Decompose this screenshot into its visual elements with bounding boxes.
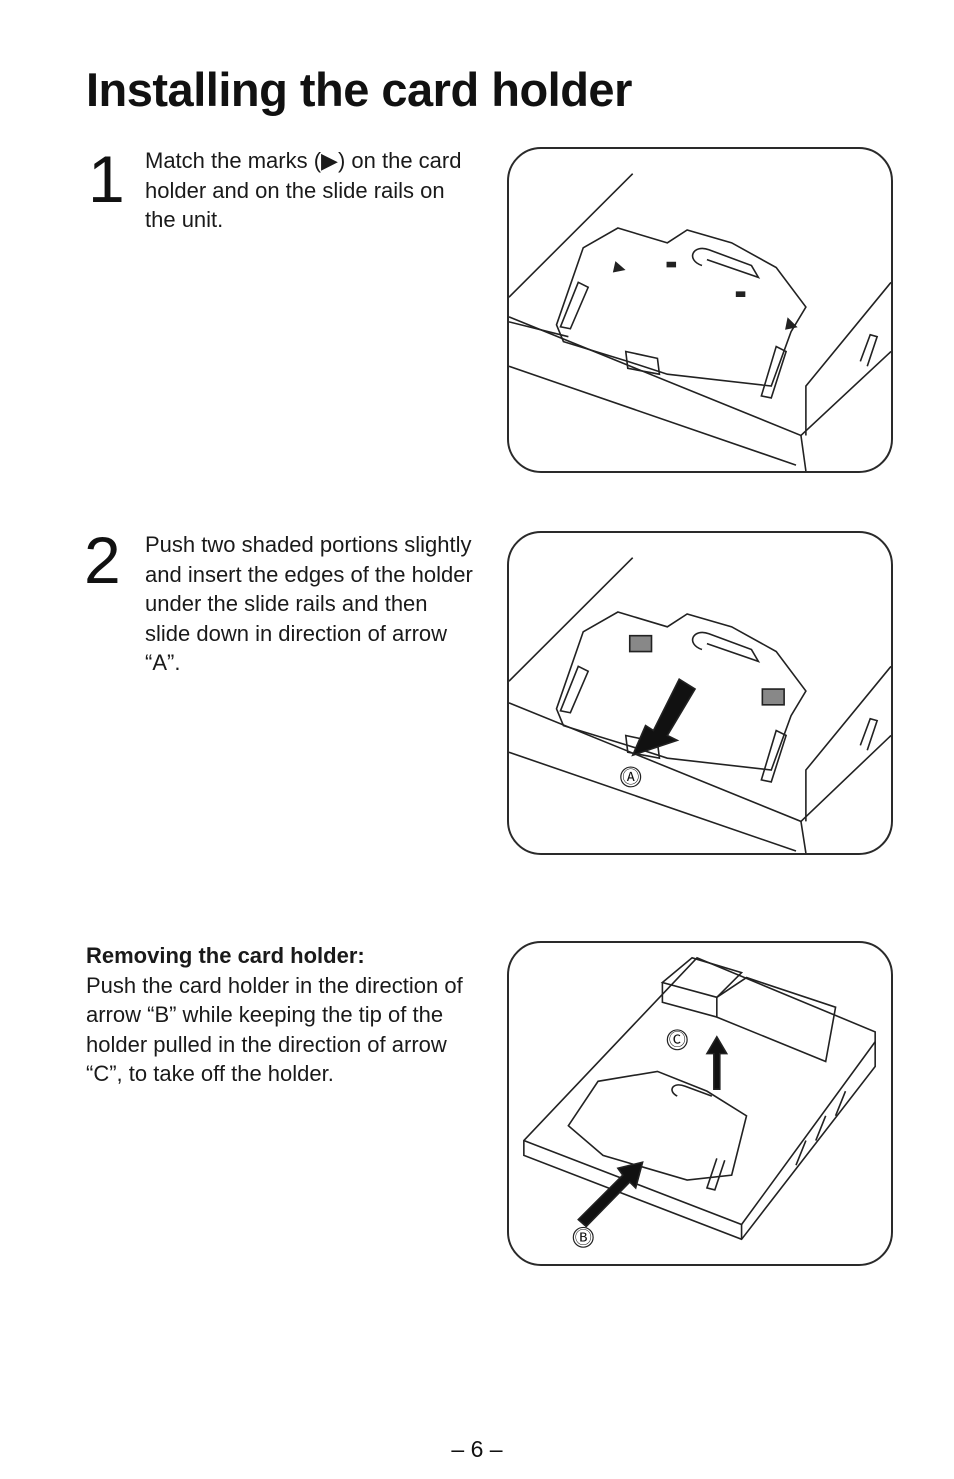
card-holder-shape [568,1071,746,1180]
arrow-b-icon [578,1162,642,1226]
figure-step-2-illustration: Ⓐ [507,531,893,855]
holder-slot [717,978,836,1062]
figure-step-1-illustration [507,147,893,473]
shaded-portion-left [630,636,652,652]
page-number: – 6 – [451,1436,503,1462]
removing-text: Push the card holder in the direction of… [86,972,463,1087]
removing-heading: Removing the card holder: [86,943,365,968]
holder-tip-clip [693,248,759,277]
card-holder-shape [557,228,806,386]
step-1-text: Match the marks (▶) on the card holder a… [145,148,462,232]
arrow-a-icon [633,679,695,755]
removing-section: Removing the card holder: Push the card … [86,941,476,1089]
shaded-portion-right [762,689,784,705]
step-2-number: 2 [84,523,121,597]
holder-tab [626,351,660,374]
slide-rail-left [560,282,588,328]
arrow-c-icon [707,1037,727,1089]
match-mark-left [614,263,624,272]
page-title: Installing the card holder [86,63,632,116]
label-b: Ⓑ [575,1228,592,1247]
slide-rail-right [761,347,786,398]
label-a: Ⓐ [622,768,639,787]
label-c: Ⓒ [669,1031,686,1050]
step-2-text: Push two shaded portions slightly and in… [145,532,473,675]
card-holder-shape [557,612,806,770]
unit-edge-line [509,174,633,297]
unit-body [524,958,875,1239]
figure-removing-illustration: Ⓒ Ⓑ [507,941,893,1266]
step-1-number: 1 [88,142,125,216]
match-mark-right [786,319,796,329]
